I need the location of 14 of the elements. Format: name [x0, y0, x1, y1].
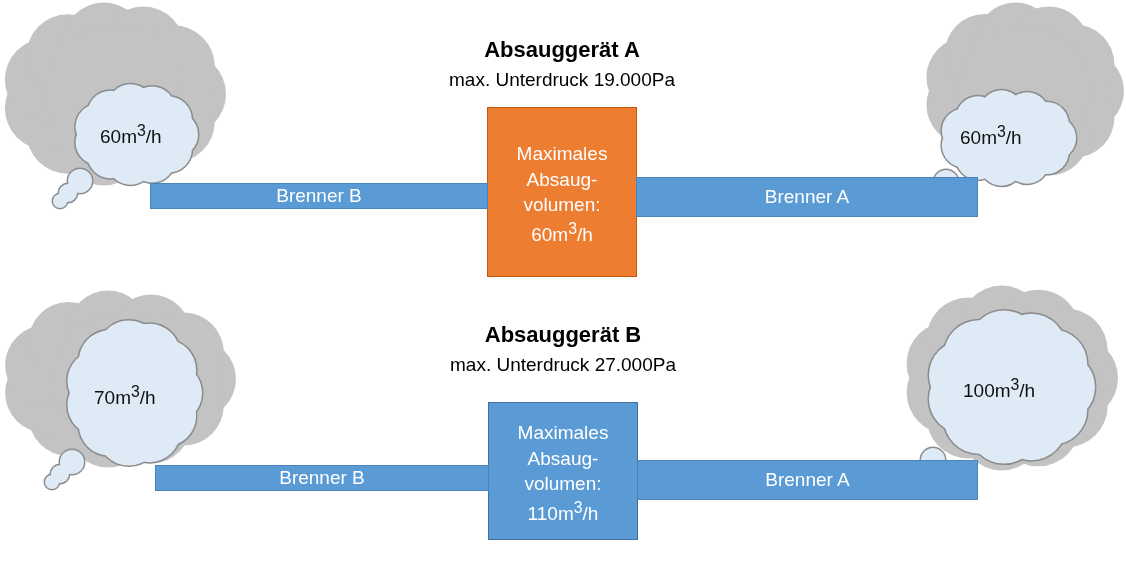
pipe: Brenner B [155, 465, 489, 491]
extractor-box: Maximales Absaug- volumen: 60m$^{3}$/h [487, 107, 637, 277]
pipe: Brenner B [150, 183, 488, 209]
flow-label: 100m$^{3}$/h [963, 376, 1036, 403]
extractor-box: Maximales Absaug- volumen: 110m$^{3}$/h [488, 402, 638, 540]
pipe: Brenner A [636, 177, 978, 217]
flow-label: 60m$^{3}$/h [960, 123, 1022, 150]
device-title: Absauggerät B [483, 322, 643, 348]
pressure-label: max. Unterdruck 27.000Pa [449, 354, 677, 376]
flow-label: 60m$^{3}$/h [100, 122, 162, 149]
device-title: Absauggerät A [483, 37, 641, 63]
pipe: Brenner A [637, 460, 978, 500]
flow-label: 70m$^{3}$/h [94, 383, 156, 410]
pressure-label: max. Unterdruck 19.000Pa [448, 69, 676, 91]
